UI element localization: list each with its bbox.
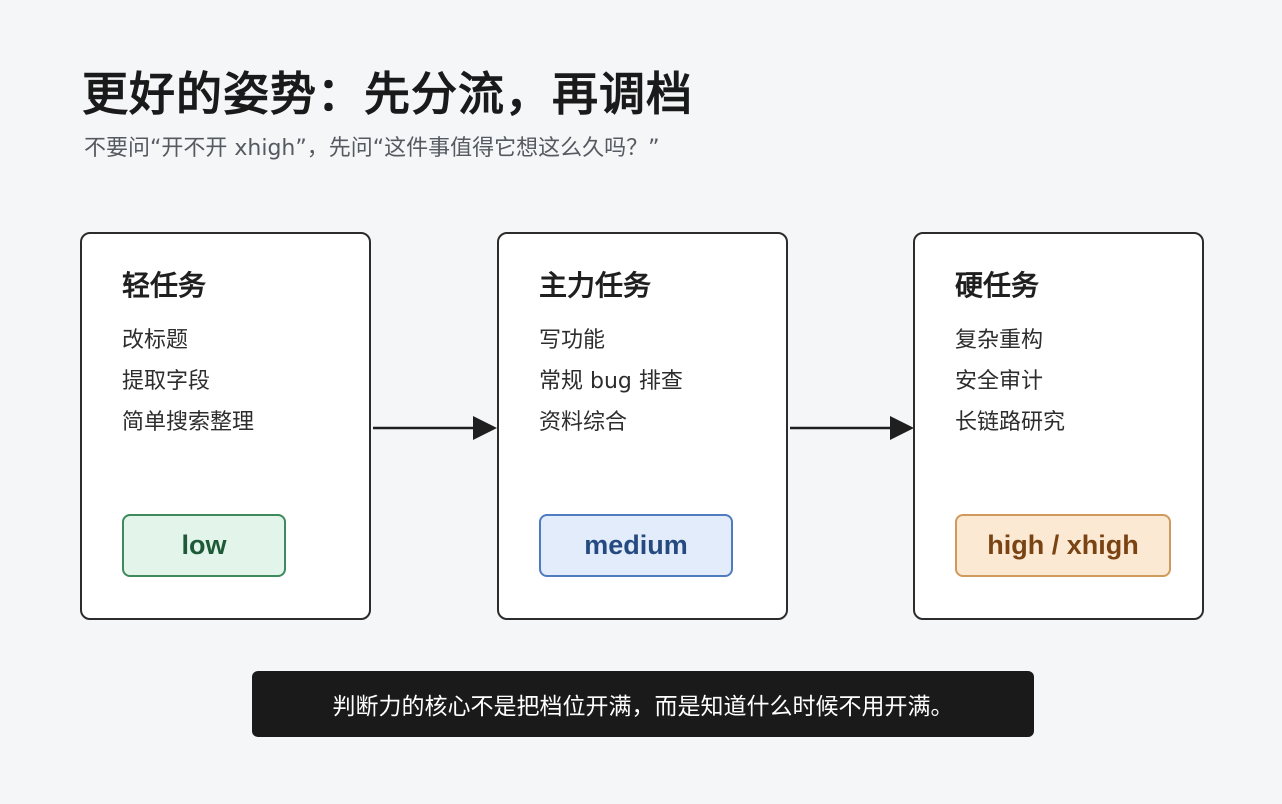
effort-badge-medium: medium bbox=[539, 514, 733, 577]
task-item: 长链路研究 bbox=[955, 410, 1066, 435]
task-item: 安全审计 bbox=[955, 369, 1044, 394]
card-hard-task: 硬任务 复杂重构 安全审计 长链路研究 high / xhigh bbox=[913, 232, 1204, 620]
card-light-task: 轻任务 改标题 提取字段 简单搜索整理 low bbox=[80, 232, 371, 620]
page-title: 更好的姿势：先分流，再调档 bbox=[82, 67, 693, 121]
task-item: 资料综合 bbox=[539, 410, 628, 435]
card-title: 硬任务 bbox=[955, 269, 1040, 302]
task-list: 复杂重构 安全审计 长链路研究 bbox=[955, 320, 1065, 443]
card-title: 轻任务 bbox=[122, 269, 207, 302]
conclusion-banner: 判断力的核心不是把档位开满，而是知道什么时候不用开满。 bbox=[252, 671, 1034, 737]
task-list: 改标题 提取字段 简单搜索整理 bbox=[122, 320, 254, 443]
flow-arrow-icon bbox=[373, 416, 497, 440]
task-item: 常规 bug 排查 bbox=[539, 369, 683, 394]
flow-arrow-icon bbox=[790, 416, 914, 440]
effort-badge-high: high / xhigh bbox=[955, 514, 1171, 577]
task-list: 写功能 常规 bug 排查 资料综合 bbox=[539, 320, 683, 443]
page-subtitle: 不要问“开不开 xhigh”，先问“这件事值得它想这么久吗？” bbox=[84, 136, 660, 161]
task-item: 提取字段 bbox=[122, 369, 211, 394]
task-item: 简单搜索整理 bbox=[122, 410, 255, 435]
card-title: 主力任务 bbox=[539, 269, 652, 302]
task-item: 改标题 bbox=[122, 328, 189, 353]
card-main-task: 主力任务 写功能 常规 bug 排查 资料综合 medium bbox=[497, 232, 788, 620]
task-item: 复杂重构 bbox=[955, 328, 1044, 353]
effort-badge-low: low bbox=[122, 514, 286, 577]
task-item: 写功能 bbox=[539, 328, 606, 353]
